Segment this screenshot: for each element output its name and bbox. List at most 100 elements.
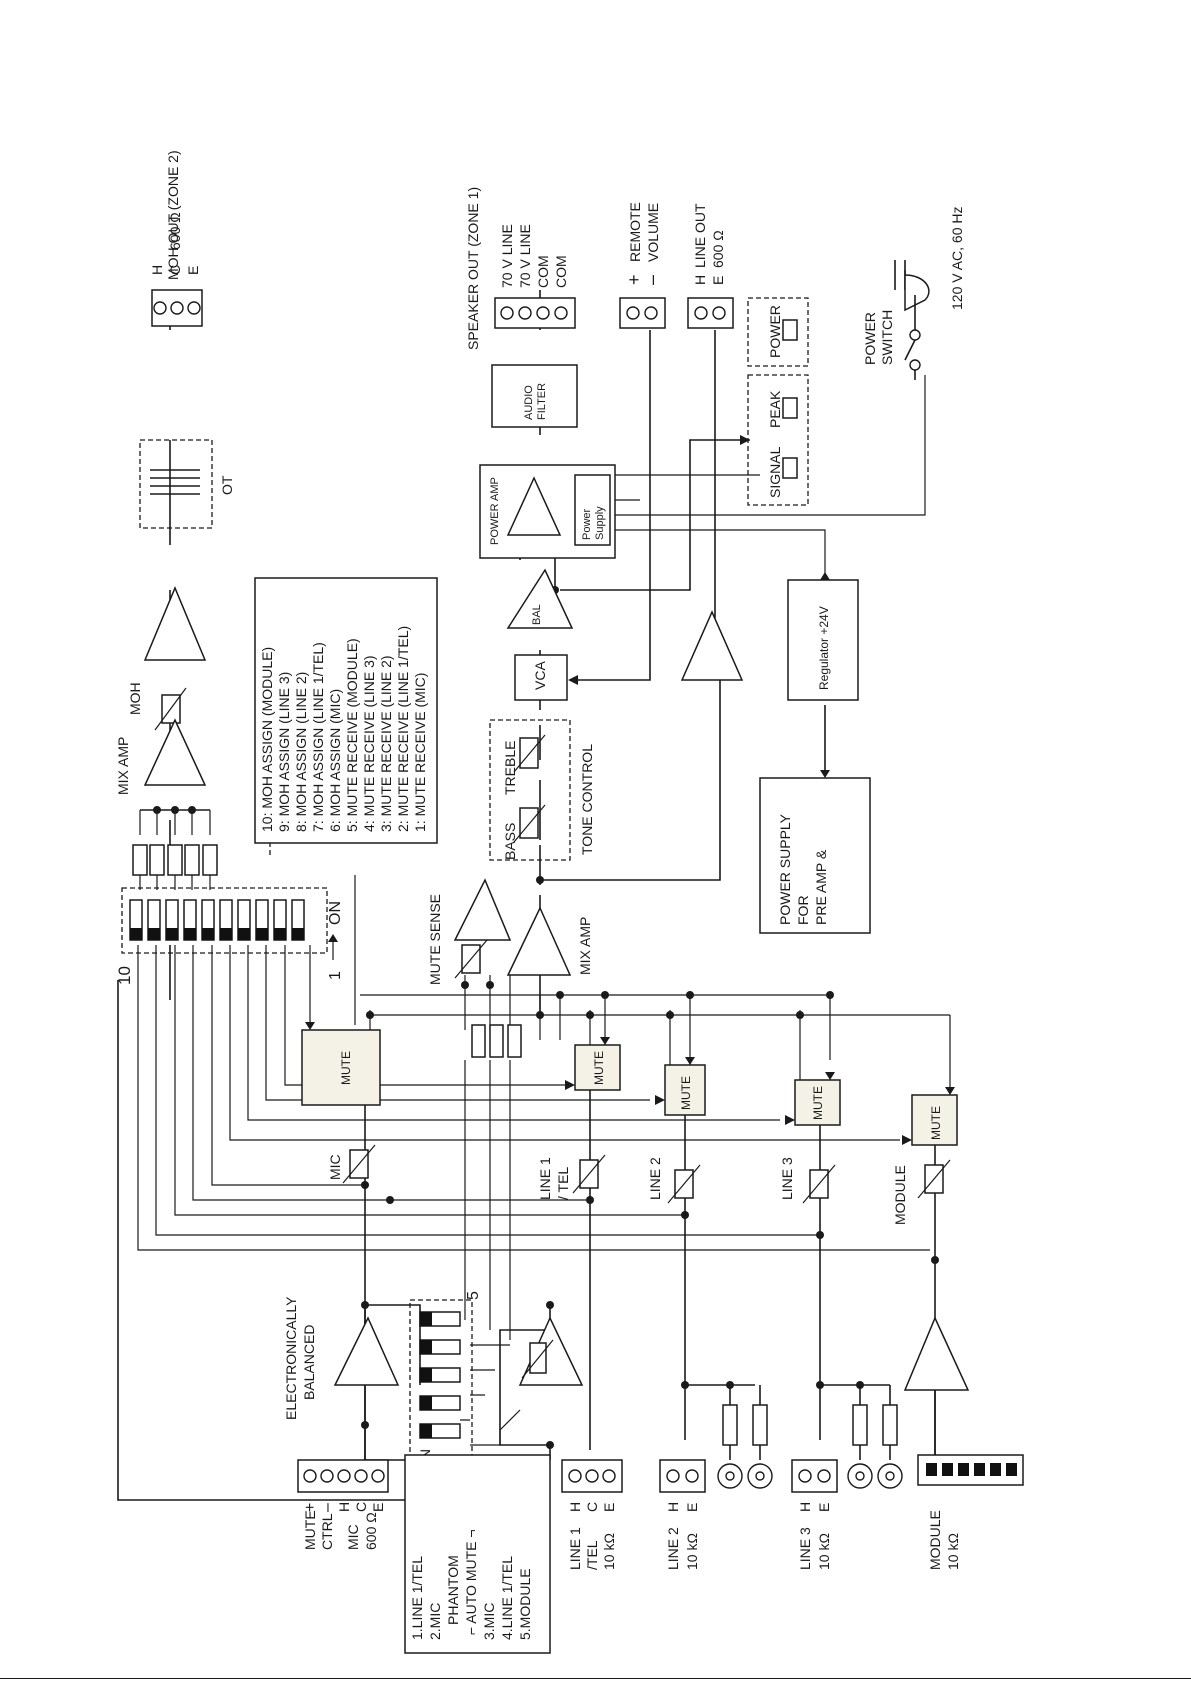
speaker-out-title: SPEAKER OUT (ZONE 1)	[465, 187, 481, 350]
dip10-item-9: 9: MOH ASSIGN (LINE 3)	[276, 672, 292, 832]
elec-balanced-label-1: ELECTRONICALLY	[283, 1296, 299, 1420]
regulator-block: Regulator +24V	[787, 579, 859, 701]
power-amp-label: POWER AMP	[489, 477, 501, 545]
dip10-item-4: 4: MUTE RECEIVE (LINE 3)	[361, 655, 377, 832]
audio-filter-label-2: FILTER	[536, 383, 548, 420]
remote-label-1: REMOTE	[627, 202, 643, 262]
mic-pin-c: C	[353, 1502, 369, 1512]
power-supply-pre-amp: POWER SUPPLY FOR PRE AMP &	[759, 777, 871, 934]
power-input: 120 V AC, 60 Hz POWER SWITCH	[862, 206, 965, 380]
power-switch-label-2: SWITCH	[879, 310, 895, 365]
line2-input-label-2: 10 kΩ	[684, 1533, 700, 1570]
bal-label: BAL	[531, 604, 543, 625]
line1-input-label-1: LINE 1	[567, 1527, 583, 1570]
mute-sense-label: MUTE SENSE	[427, 894, 443, 985]
dip5-item-6: 4.LINE 1/TEL	[499, 1556, 515, 1640]
signal-label: SIGNAL	[767, 446, 783, 498]
dip5-item-3: PHANTOM	[445, 1555, 461, 1625]
module-preamp	[903, 1316, 970, 1391]
dip5-item-1: 1.LINE 1/TEL	[409, 1556, 425, 1640]
power-amp-block: POWER AMP Power Supply	[479, 464, 616, 559]
module-input-label-2: 10 kΩ	[945, 1533, 961, 1570]
mute-ctrl-label-2: CTRL	[319, 1513, 335, 1550]
vca-block: VCA	[514, 654, 568, 701]
line3-input-label-1: LINE 3	[797, 1527, 813, 1570]
treble-label: TREBLE	[502, 741, 518, 795]
moh-resistor-array	[132, 844, 218, 876]
line-out-label: LINE OUT	[692, 203, 708, 268]
psu-label-1: POWER SUPPLY	[777, 813, 793, 925]
speaker-pin-3: COM	[535, 255, 551, 288]
dip10-item-7: 7: MOH ASSIGN (LINE 1/TEL)	[310, 642, 326, 832]
mic-label-1: MIC	[345, 1524, 361, 1550]
audio-filter-label-1: AUDIO	[523, 385, 535, 420]
line1-pin-h: H	[567, 1502, 583, 1512]
dip10-item-5: 5: MUTE RECEIVE (MODULE)	[344, 638, 360, 832]
moh-out-c: C	[167, 265, 183, 275]
line1-pin-e: E	[601, 1503, 617, 1512]
mix-amp-1: MIX AMP	[115, 718, 207, 795]
peak-label: PEAK	[767, 390, 783, 428]
mute-block-line1: MUTE	[574, 1044, 621, 1091]
moh-out-impedance: 600 Ω	[167, 212, 183, 250]
audio-filter: AUDIO FILTER	[491, 364, 578, 428]
line2-rca-jacks	[717, 1404, 773, 1489]
mix-amp-2-label: MIX AMP	[577, 917, 593, 975]
line1-volume-label-b: / TEL	[555, 1167, 571, 1200]
mic-pin-e: E	[370, 1503, 386, 1512]
dip10-item-10: 10: MOH ASSIGN (MODULE)	[259, 647, 275, 832]
mic-pin-minus: –	[319, 1503, 336, 1512]
mute-label-line1: MUTE	[592, 1051, 606, 1085]
line2-input-label-1: LINE 2	[665, 1527, 681, 1570]
dip-switch-5: 5 1 ON	[409, 1291, 482, 1470]
dip10-num-1: 1	[327, 971, 344, 980]
tone-control-label: TONE CONTROL	[579, 744, 595, 855]
line3-rca-jacks	[847, 1404, 903, 1489]
junction-dots	[153, 586, 939, 1449]
volume-line3: LINE 3	[779, 1157, 836, 1204]
dip-switch-10-legend: 10: MOH ASSIGN (MODULE) 9: MOH ASSIGN (L…	[254, 577, 438, 844]
power-indicator: POWER	[747, 297, 809, 367]
line3-input-label-2: 10 kΩ	[816, 1533, 832, 1570]
line-out-e: E	[710, 276, 726, 285]
mic-volume-label: MIC	[327, 1154, 343, 1180]
tone-control: TREBLE BASS TONE CONTROL	[489, 719, 595, 861]
page-bottom-rule	[0, 1678, 1191, 1679]
remote-label-2: VOLUME	[645, 203, 661, 262]
dip5-num-5: 5	[465, 1291, 482, 1300]
module-input-connector: MODULE 10 kΩ	[917, 1454, 1024, 1570]
mute-block-line3: MUTE	[794, 1079, 841, 1126]
elec-balanced-label-2: BALANCED	[301, 1325, 317, 1400]
dip10-item-6: 6: MOH ASSIGN (MIC)	[327, 689, 343, 832]
line-out-terminal: H E LINE OUT 600 Ω	[687, 203, 734, 329]
mute-block-mic: MUTE	[301, 1029, 381, 1106]
mix-amp-1-label: MIX AMP	[115, 737, 131, 795]
moh-out-h: H	[149, 265, 165, 275]
remote-plus: +	[624, 274, 644, 285]
dip10-item-8: 8: MOH ASSIGN (LINE 2)	[293, 672, 309, 832]
signal-peak-indicators: PEAK SIGNAL	[747, 374, 809, 506]
mute-ctrl-label-1: MUTE	[302, 1510, 318, 1550]
dip-switch-10: 10 1 ON	[115, 887, 344, 985]
module-input-label-1: MODULE	[927, 1510, 943, 1570]
volume-line2: LINE 2	[647, 1157, 701, 1204]
line3-pin-e: E	[816, 1503, 832, 1512]
moh-label: MOH	[127, 682, 143, 715]
module-volume-label: MODULE	[892, 1165, 908, 1225]
dip-switch-5-legend: 1.LINE 1/TEL 2.MIC PHANTOM ⌐ AUTO MUTE ¬…	[404, 1454, 551, 1654]
mic-label-2: 600 Ω	[363, 1512, 379, 1550]
dip10-item-3: 3: MUTE RECEIVE (LINE 2)	[378, 655, 394, 832]
vca-label: VCA	[532, 661, 548, 690]
psu-label-2: FOR	[795, 895, 811, 925]
ot-label: OT	[219, 475, 235, 495]
mic-input-terminal: + – H C E MUTE CTRL MIC 600 Ω	[297, 1459, 389, 1550]
dip10-item-1: 1: MUTE RECEIVE (MIC)	[412, 673, 428, 832]
moh-output-amp	[143, 586, 207, 661]
dip5-item-5: 3.MIC	[481, 1603, 497, 1640]
mute-block-module: MUTE	[911, 1094, 958, 1146]
ac-input-label: 120 V AC, 60 Hz	[949, 206, 965, 310]
moh-volume: MOH	[127, 682, 187, 731]
volume-mic: MIC	[327, 1144, 376, 1184]
line1-preamp	[518, 1316, 584, 1386]
